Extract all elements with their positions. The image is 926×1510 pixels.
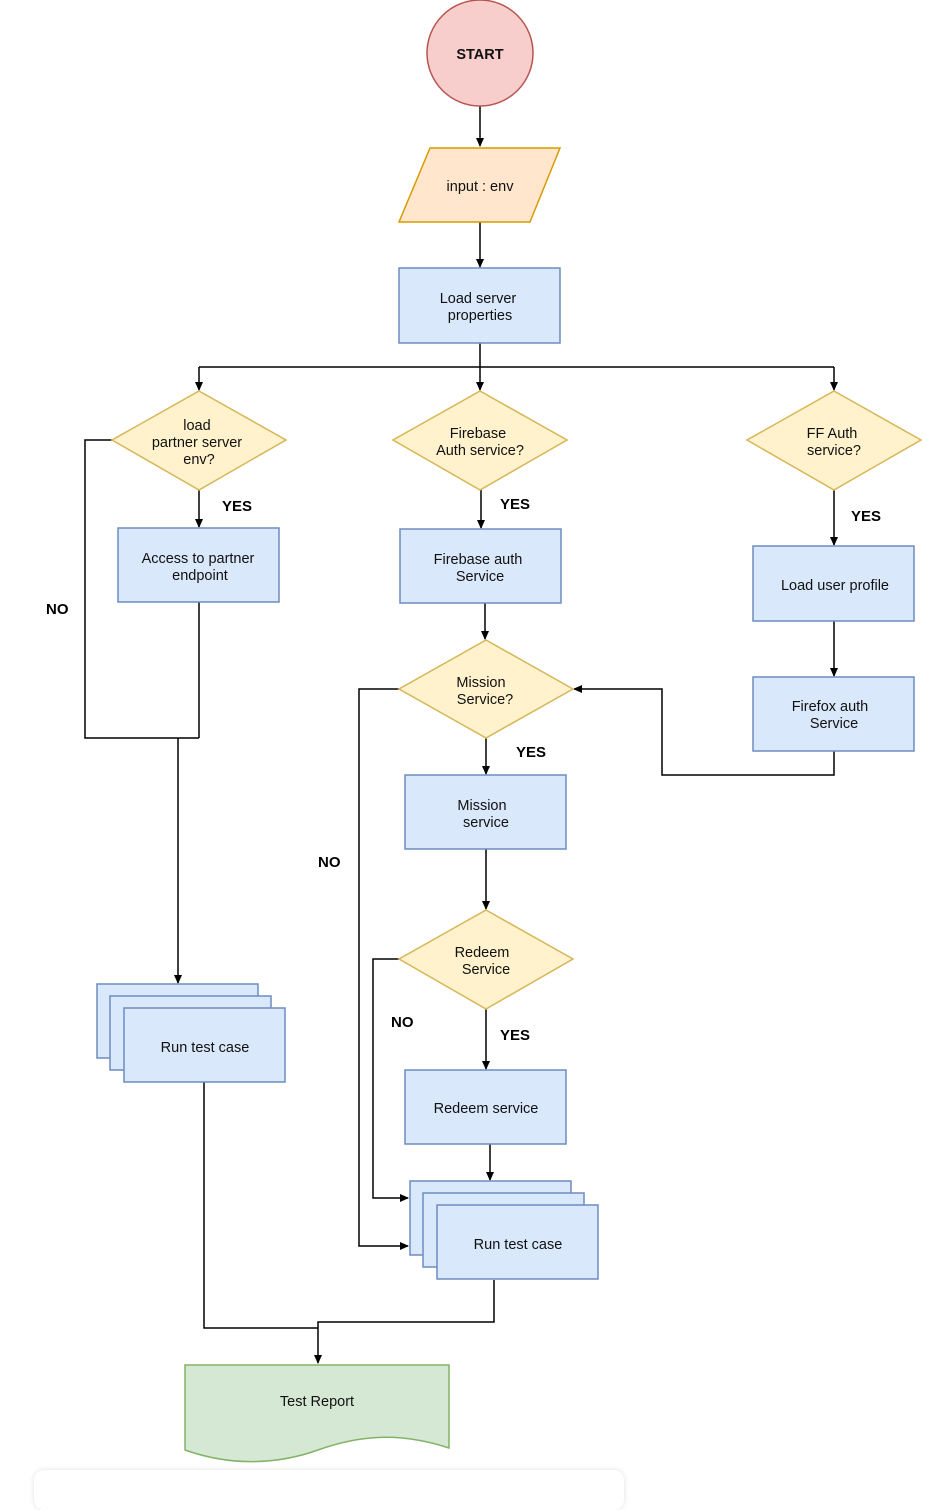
load-profile-node: Load user profile [752, 545, 915, 622]
run-test-left-label: Run test case [161, 1040, 250, 1056]
edge-mission-no [358, 688, 409, 1250]
partner-yes-label: YES [222, 498, 252, 515]
redeem-service-node: Redeem service [404, 1069, 567, 1145]
test-report-label: Test Report [280, 1394, 354, 1410]
mission-service-node: Mission service [404, 774, 567, 850]
test-report-node: Test Report [184, 1364, 450, 1463]
edge-firefox-mission [573, 685, 835, 776]
edge-partner-no [84, 439, 199, 739]
redeem-decision-label: Redeem Service [455, 945, 514, 978]
load-server-node: Load server properties [398, 267, 561, 344]
redeem-decision-node: Redeem Service [397, 909, 575, 1010]
firefox-auth-label: Firefox auth Service [792, 699, 873, 732]
ffauth-decision-label: FF Auth service? [807, 426, 862, 459]
ffauth-decision-node: FF Auth service? [745, 390, 923, 491]
mission-no-label: NO [318, 854, 341, 871]
ffauth-yes-label: YES [851, 508, 881, 525]
firebase-yes-label: YES [500, 496, 530, 513]
redeem-service-label: Redeem service [434, 1101, 539, 1117]
input-env-label: input : env [447, 179, 515, 195]
firebase-decision-label: Firebase Auth service? [436, 426, 524, 459]
run-test-left-node: Run test case [96, 983, 286, 1083]
firebase-decision-node: Firebase Auth service? [391, 390, 569, 491]
redeem-no-label: NO [391, 1014, 414, 1031]
partner-no-label: NO [46, 601, 69, 618]
run-test-right-node: Run test case [409, 1180, 599, 1280]
mission-yes-label: YES [516, 744, 546, 761]
edge-redeem-no [372, 958, 409, 1202]
edges [84, 101, 838, 1364]
edge-run-right-report [314, 1280, 495, 1364]
load-server-label: Load server properties [440, 291, 521, 324]
firebase-auth-label: Firebase auth Service [434, 552, 527, 585]
edge-run-left-report [203, 1082, 318, 1329]
access-partner-node: Access to partner endpoint [117, 527, 280, 603]
mission-decision-node: Mission Service? [397, 639, 575, 739]
start-node: START [426, 0, 534, 107]
partner-decision-node: load partner server env? [110, 390, 288, 491]
start-label: START [456, 47, 503, 63]
firebase-auth-node: Firebase auth Service [399, 528, 562, 604]
bottom-card [34, 1470, 624, 1510]
redeem-yes-label: YES [500, 1027, 530, 1044]
mission-service-label: Mission service [457, 798, 510, 831]
access-partner-label: Access to partner endpoint [142, 551, 259, 584]
load-profile-label: Load user profile [781, 578, 889, 594]
run-test-right-label: Run test case [474, 1237, 563, 1253]
input-env-node: input : env [397, 147, 562, 223]
partner-decision-label: load partner server env? [152, 418, 246, 468]
mission-decision-label: Mission Service? [456, 675, 513, 708]
firefox-auth-node: Firefox auth Service [752, 676, 915, 752]
